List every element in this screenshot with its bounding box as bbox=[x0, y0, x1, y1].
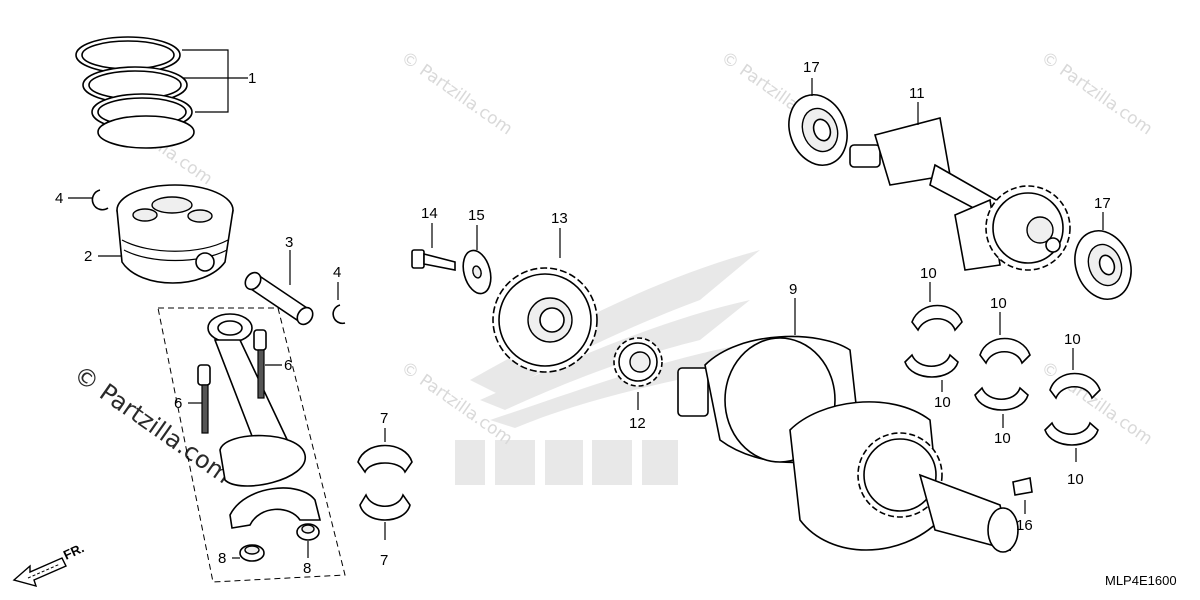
conrod-bolt-right bbox=[253, 329, 267, 399]
callout-6b: 6 bbox=[284, 357, 292, 374]
woodruff-key bbox=[1012, 477, 1033, 496]
conrod-bolt-left bbox=[197, 364, 211, 434]
main-bearing-1-lower bbox=[904, 353, 959, 378]
watermark-4: © Partzilla.com bbox=[1037, 48, 1156, 140]
conrod-nut-left bbox=[239, 544, 265, 562]
main-bearing-1-upper bbox=[911, 304, 963, 332]
callout-7b: 7 bbox=[380, 552, 388, 569]
piston-pin-clip-left bbox=[91, 189, 109, 211]
cam-chain-drive-sprocket bbox=[613, 337, 663, 387]
main-bearing-2-upper bbox=[979, 337, 1031, 365]
callout-17a: 17 bbox=[803, 59, 820, 76]
piston bbox=[116, 184, 234, 284]
conrod-assembly-frame bbox=[157, 307, 346, 583]
connecting-rod bbox=[207, 313, 322, 529]
callout-2: 2 bbox=[84, 248, 92, 265]
callout-1: 1 bbox=[248, 70, 256, 87]
piston-pin-clip-right bbox=[332, 304, 346, 325]
diagram-code: MLP4E1600 bbox=[1105, 573, 1177, 588]
callout-11: 11 bbox=[909, 85, 925, 102]
callout-8a: 8 bbox=[218, 550, 226, 567]
front-direction-arrow bbox=[12, 557, 67, 588]
callout-7a: 7 bbox=[380, 410, 388, 427]
main-bearing-3-upper bbox=[1049, 372, 1101, 400]
callout-15: 15 bbox=[468, 207, 485, 224]
callout-13: 13 bbox=[551, 210, 568, 227]
balancer-shaft bbox=[849, 117, 1071, 271]
callout-4b: 4 bbox=[333, 264, 341, 281]
callout-10a: 10 bbox=[920, 265, 937, 282]
callout-10f: 10 bbox=[1067, 471, 1084, 488]
front-label: FR. bbox=[61, 540, 86, 562]
callout-9: 9 bbox=[789, 281, 797, 298]
piston-pin bbox=[244, 271, 314, 326]
primary-drive-gear bbox=[492, 267, 598, 373]
callout-10d: 10 bbox=[994, 430, 1011, 447]
callout-14: 14 bbox=[421, 205, 438, 222]
watermark-2: © Partzilla.com bbox=[397, 48, 516, 140]
washer bbox=[462, 249, 492, 295]
conrod-bearing-lower bbox=[359, 493, 411, 521]
watermark-large: © Partzilla.com bbox=[69, 360, 237, 489]
callout-6a: 6 bbox=[174, 395, 182, 412]
gear-bolt bbox=[411, 249, 456, 271]
leader-1 bbox=[182, 49, 248, 113]
piston-rings bbox=[75, 36, 195, 149]
callout-3: 3 bbox=[285, 234, 293, 251]
callout-10e: 10 bbox=[1064, 331, 1081, 348]
balancer-bearing-left bbox=[788, 94, 848, 166]
callout-4a: 4 bbox=[55, 190, 63, 207]
callout-10b: 10 bbox=[934, 394, 951, 411]
conrod-bearing-upper bbox=[357, 444, 413, 474]
watermark-group: © Partzilla.com © Partzilla.com © Partzi… bbox=[69, 48, 1157, 489]
main-bearing-3-lower bbox=[1044, 421, 1099, 446]
callout-16: 16 bbox=[1016, 517, 1033, 534]
callout-17b: 17 bbox=[1094, 195, 1111, 212]
main-bearing-2-lower bbox=[974, 386, 1029, 411]
callout-8b: 8 bbox=[303, 560, 311, 577]
callout-10c: 10 bbox=[990, 295, 1007, 312]
callout-12: 12 bbox=[629, 415, 646, 432]
balancer-bearing-right bbox=[1074, 230, 1132, 300]
crankshaft bbox=[677, 335, 1019, 553]
conrod-nut-right bbox=[296, 523, 320, 541]
